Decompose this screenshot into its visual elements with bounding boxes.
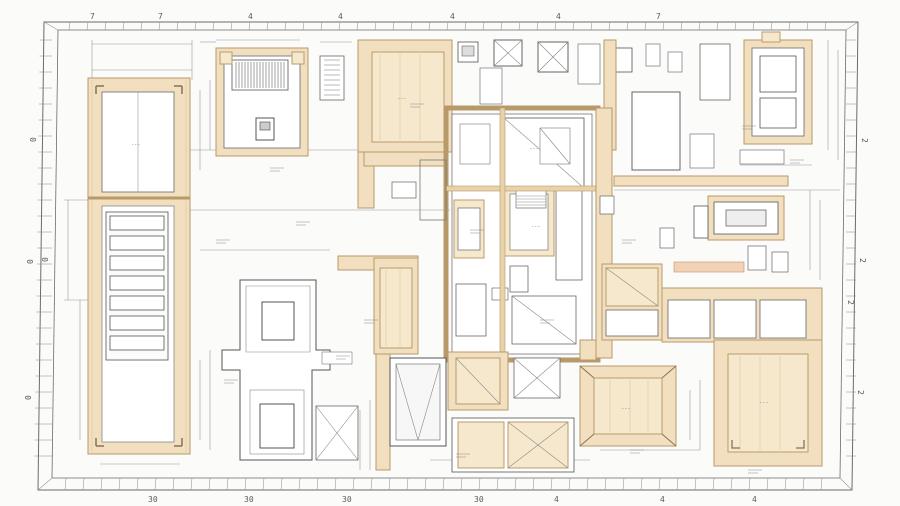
lower-middle-blocks [389,351,575,473]
left-dim-1: 0 [29,137,38,142]
bottom-dim-7: 4 [752,495,757,504]
side-dimension-labels: 0 0 0 0 2 2 2 2 [24,137,869,400]
right-room-group: - - - [601,261,823,467]
top-dim-7: 7 [656,12,661,21]
border-ticks [34,21,856,491]
bottom-dim-5: 4 [554,495,559,504]
right-dim-4: 2 [846,300,855,305]
bottom-dim-3: 30 [342,495,352,504]
top-dimension-labels: 7 7 4 4 4 4 7 [90,12,661,21]
svg-text:- - -: - - - [530,146,538,152]
right-sink-unit [599,195,789,273]
svg-text:- - -: - - - [398,96,406,102]
bottom-dim-1: 30 [148,495,158,504]
top-center-room: - - - [357,39,453,209]
svg-text:- - -: - - - [132,142,140,148]
mid-connectors [337,151,447,471]
bottom-dim-4: 30 [474,495,484,504]
left-dim-3: 0 [24,395,33,400]
lower-left-plan [221,279,359,461]
top-left-room [215,47,309,157]
svg-text:- - -: - - - [622,406,630,412]
bottom-dim-2: 30 [244,495,254,504]
dimension-lines [64,39,840,470]
right-dim-2: 2 [858,258,867,263]
top-right-window-frame [743,31,813,145]
lower-right-room: - - - [579,365,677,447]
annotation-notes [216,103,804,474]
top-dim-1: 7 [90,12,95,21]
top-fixtures [457,39,785,171]
top-dim-3: 4 [248,12,253,21]
right-dim-1: 2 [860,138,869,143]
drawing-border [37,21,859,491]
small-stair [319,55,345,101]
bottom-dimension-labels: 30 30 30 30 4 4 4 [148,495,757,504]
bottom-dim-6: 4 [660,495,665,504]
top-dim-2: 7 [158,12,163,21]
svg-text:- - -: - - - [760,400,768,406]
left-tall-cabinet: - - - [87,77,191,455]
top-dim-5: 4 [450,12,455,21]
left-dim-2: 0 [26,259,35,264]
top-dim-4: 4 [338,12,343,21]
top-dim-6: 4 [556,12,561,21]
svg-text:- - -: - - - [532,224,540,230]
right-dim-3: 2 [856,390,865,395]
left-dim-4: 0 [41,257,50,262]
central-plan-core: - - - - - - [443,105,601,363]
